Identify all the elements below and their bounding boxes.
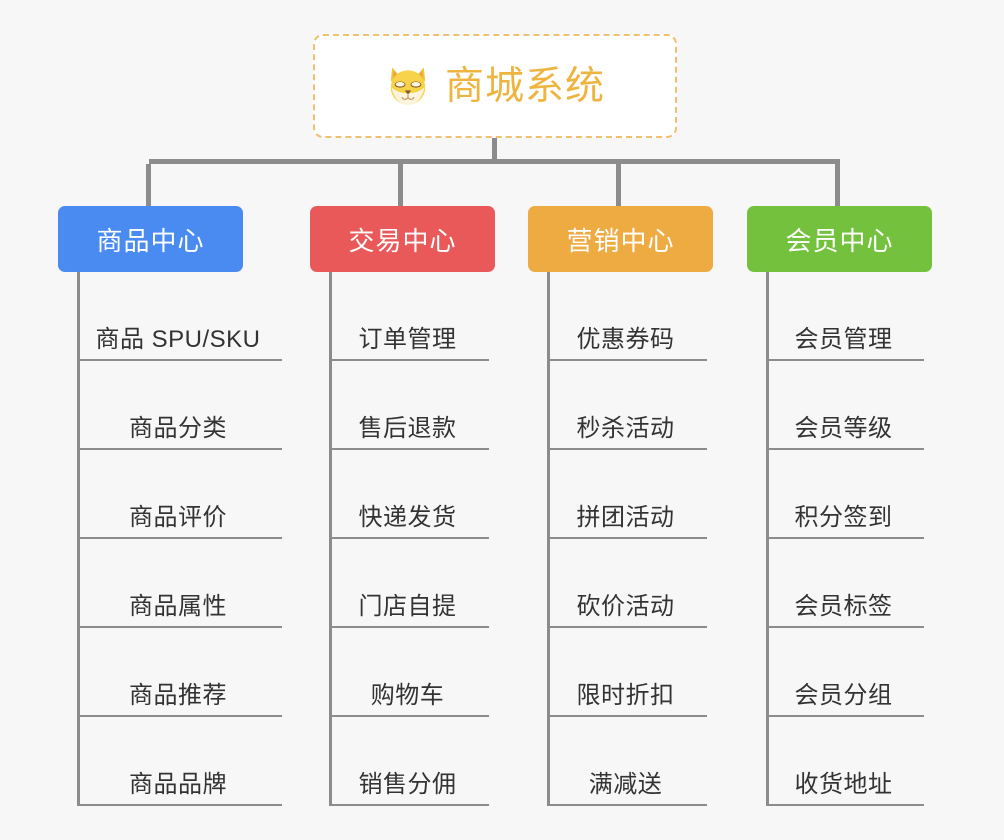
leaf-label: 快递发货 bbox=[358, 504, 457, 531]
list-item[interactable]: 拼团活动 bbox=[550, 450, 707, 539]
category-title: 交易中心 bbox=[348, 225, 457, 256]
leaf-label: 砍价活动 bbox=[576, 593, 675, 620]
list-item[interactable]: 积分签到 bbox=[769, 450, 924, 539]
connector-drop bbox=[835, 164, 840, 207]
connector-drop bbox=[616, 164, 621, 207]
leaf-list-0: 商品 SPU/SKU 商品分类 商品评价 商品属性 商品推荐 商品品牌 bbox=[77, 272, 282, 806]
leaf-label: 优惠券码 bbox=[576, 326, 675, 353]
category-header-3[interactable]: 会员中心 bbox=[747, 206, 932, 272]
list-item[interactable]: 订单管理 bbox=[332, 272, 489, 361]
list-item[interactable]: 限时折扣 bbox=[550, 628, 707, 717]
leaf-label: 订单管理 bbox=[358, 326, 457, 353]
category-title: 营销中心 bbox=[566, 225, 675, 256]
leaf-label: 商品推荐 bbox=[129, 682, 227, 709]
leaf-label: 门店自提 bbox=[358, 593, 457, 620]
category-header-1[interactable]: 交易中心 bbox=[310, 206, 495, 272]
list-item[interactable]: 会员标签 bbox=[769, 539, 924, 628]
list-item[interactable]: 商品品牌 bbox=[80, 717, 282, 806]
category-title: 会员中心 bbox=[785, 225, 894, 256]
list-item[interactable]: 购物车 bbox=[332, 628, 489, 717]
list-item[interactable]: 会员分组 bbox=[769, 628, 924, 717]
list-item[interactable]: 商品推荐 bbox=[80, 628, 282, 717]
leaf-label: 会员标签 bbox=[794, 593, 893, 620]
leaf-label: 商品属性 bbox=[129, 593, 227, 620]
connector-horizontal-bus bbox=[149, 159, 840, 164]
leaf-label: 会员等级 bbox=[794, 415, 893, 442]
leaf-label: 商品 SPU/SKU bbox=[95, 326, 261, 353]
leaf-label: 商品品牌 bbox=[129, 771, 227, 798]
category-header-0[interactable]: 商品中心 bbox=[58, 206, 243, 272]
list-item[interactable]: 满减送 bbox=[550, 717, 707, 806]
leaf-label: 会员管理 bbox=[794, 326, 893, 353]
list-item[interactable]: 收货地址 bbox=[769, 717, 924, 806]
leaf-label: 满减送 bbox=[588, 771, 663, 798]
leaf-label: 商品分类 bbox=[129, 415, 227, 442]
root-title: 商城系统 bbox=[444, 64, 605, 108]
leaf-label: 限时折扣 bbox=[576, 682, 675, 709]
leaf-label: 会员分组 bbox=[794, 682, 893, 709]
leaf-label: 拼团活动 bbox=[576, 504, 675, 531]
list-item[interactable]: 会员管理 bbox=[769, 272, 924, 361]
leaf-list-3: 会员管理 会员等级 积分签到 会员标签 会员分组 收货地址 bbox=[766, 272, 924, 806]
leaf-label: 销售分佣 bbox=[358, 771, 457, 798]
list-item[interactable]: 销售分佣 bbox=[332, 717, 489, 806]
list-item[interactable]: 快递发货 bbox=[332, 450, 489, 539]
list-item[interactable]: 会员等级 bbox=[769, 361, 924, 450]
root-node[interactable]: 商城系统 bbox=[313, 34, 677, 138]
list-item[interactable]: 商品评价 bbox=[80, 450, 282, 539]
leaf-label: 商品评价 bbox=[129, 504, 227, 531]
leaf-label: 购物车 bbox=[370, 682, 445, 709]
list-item[interactable]: 商品 SPU/SKU bbox=[80, 272, 282, 361]
category-header-2[interactable]: 营销中心 bbox=[528, 206, 713, 272]
connector-drop bbox=[398, 164, 403, 207]
connector-root-stem bbox=[492, 138, 497, 162]
leaf-list-1: 订单管理 售后退款 快递发货 门店自提 购物车 销售分佣 bbox=[329, 272, 489, 806]
list-item[interactable]: 优惠券码 bbox=[550, 272, 707, 361]
category-title: 商品中心 bbox=[96, 225, 205, 256]
list-item[interactable]: 售后退款 bbox=[332, 361, 489, 450]
list-item[interactable]: 门店自提 bbox=[332, 539, 489, 628]
leaf-label: 秒杀活动 bbox=[576, 415, 675, 442]
list-item[interactable]: 秒杀活动 bbox=[550, 361, 707, 450]
list-item[interactable]: 商品属性 bbox=[80, 539, 282, 628]
shiba-dog-icon bbox=[390, 67, 426, 107]
leaf-label: 售后退款 bbox=[358, 415, 457, 442]
connector-drop bbox=[146, 164, 151, 207]
list-item[interactable]: 砍价活动 bbox=[550, 539, 707, 628]
leaf-list-2: 优惠券码 秒杀活动 拼团活动 砍价活动 限时折扣 满减送 bbox=[547, 272, 707, 806]
leaf-label: 积分签到 bbox=[794, 504, 893, 531]
list-item[interactable]: 商品分类 bbox=[80, 361, 282, 450]
leaf-label: 收货地址 bbox=[794, 771, 893, 798]
